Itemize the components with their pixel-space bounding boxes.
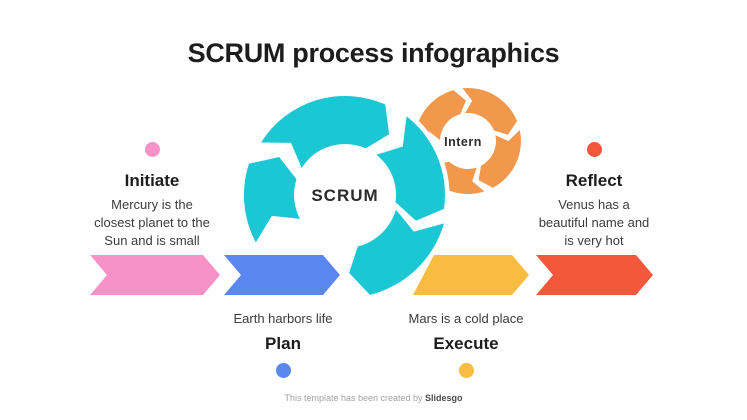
step-reflect-description: Venus has a beautiful name and is very h… [538,197,650,248]
step-plan-label: Plan [265,334,301,353]
step-execute-block: Mars is a cold place Execute [391,311,541,383]
step-reflect-block: Reflect Venus has a beautiful name and i… [514,142,674,250]
scrum-center-label: SCRUM [311,186,378,205]
sprint-cycle-arrow-segment [478,130,521,188]
step-reflect-label: Reflect [565,171,623,190]
credits-line: This template has been created by Slides… [0,393,747,403]
step-execute-description: Mars is a cold place [408,311,524,326]
execute-dot [458,363,474,378]
sprint-cycle-label: Intern [444,135,482,149]
chevron-execute [413,255,529,295]
scrum-cycle-arrow-segment [261,95,390,168]
sprint-cycle-arrow-segment [415,90,466,140]
scrum-cycle-arrow-segment [349,209,444,295]
step-execute-label: Execute [433,334,499,353]
page-title: SCRUM process infographics [187,38,560,68]
chevron-plan [224,255,340,295]
plan-dot [275,363,291,378]
step-initiate-description: Mercury is the closest planet to the Sun… [94,197,210,248]
credits-prefix: This template has been created by [284,393,426,403]
step-plan-block: Earth harbors life Plan [208,311,358,383]
credits-brand: Slidesgo [425,393,463,403]
sprint-cycle-arrow-segment [462,88,518,135]
step-initiate-label: Initiate [124,171,180,190]
step-plan-description: Earth harbors life [233,311,333,326]
reflect-dot [586,142,602,157]
scrum-cycle-arrow-segment [376,116,445,221]
initiate-dot [144,142,160,157]
scrum-cycle-arrow-segment [243,157,300,243]
chevron-initiate [90,255,220,295]
chevron-reflect [536,255,653,295]
step-initiate-block: Initiate Mercury is the closest planet t… [72,142,232,250]
